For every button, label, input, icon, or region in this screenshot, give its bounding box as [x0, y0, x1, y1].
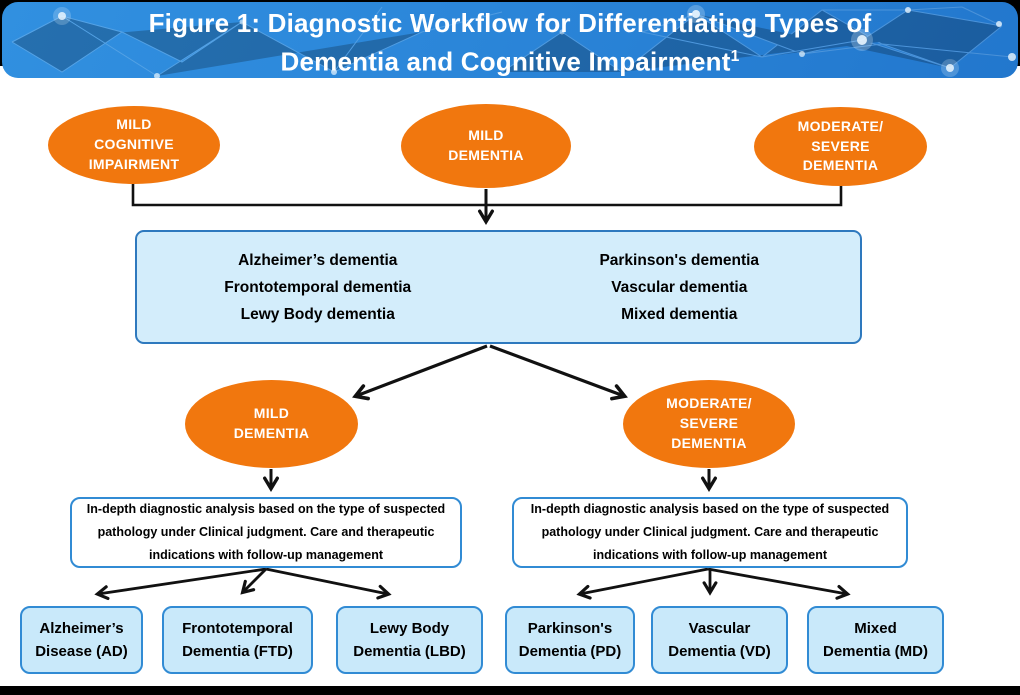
- arrow-to-pd: [576, 567, 709, 600]
- indepth-analysis-box-moderate-severe: In-depth diagnostic analysis based on th…: [512, 497, 908, 568]
- figure-header: Figure 1: Diagnostic Workflow for Differ…: [2, 2, 1018, 78]
- indepth-analysis-box-mild: In-depth diagnostic analysis based on th…: [70, 497, 462, 568]
- diagnosis-card-vd: Vascular Dementia (VD): [651, 606, 788, 674]
- diagnosis-card-pd: Parkinson's Dementia (PD): [505, 606, 635, 674]
- arrow-split-right: [489, 344, 628, 401]
- oval-moderate-severe-dementia: MODERATE/ SEVERE DEMENTIA: [623, 380, 795, 468]
- diagnosis-card-ad: Alzheimer’s Disease (AD): [20, 606, 143, 674]
- type-parkinsons: Parkinson's dementia: [599, 251, 760, 269]
- figure-title-line2: Dementia and Cognitive Impairment: [280, 46, 731, 77]
- diagnosis-card-lbd: Lewy Body Dementia (LBD): [336, 606, 483, 674]
- bottom-border-bar: [0, 686, 1020, 695]
- dementia-types-right-column: Parkinson's dementia Vascular dementia M…: [499, 247, 861, 328]
- figure-title: Figure 1: Diagnostic Workflow for Differ…: [2, 2, 1018, 78]
- type-alzheimers: Alzheimer’s dementia: [238, 251, 398, 269]
- oval-mild-cognitive-impairment: MILD COGNITIVE IMPAIRMENT: [48, 106, 220, 184]
- type-frontotemporal: Frontotemporal dementia: [224, 278, 412, 296]
- type-vascular: Vascular dementia: [611, 278, 748, 296]
- arrow-to-lbd: [265, 567, 392, 600]
- diagnosis-card-md: Mixed Dementia (MD): [807, 606, 944, 674]
- oval-mild-dementia-top: MILD DEMENTIA: [401, 104, 571, 188]
- type-lewy-body: Lewy Body dementia: [240, 305, 395, 323]
- diagnosis-card-ftd: Frontotemporal Dementia (FTD): [162, 606, 313, 674]
- arrow-split-left: [352, 344, 488, 401]
- figure-title-line1: Figure 1: Diagnostic Workflow for Differ…: [148, 8, 872, 38]
- type-mixed: Mixed dementia: [621, 305, 738, 323]
- arrow-to-ad: [94, 567, 267, 601]
- dementia-types-left-column: Alzheimer’s dementia Frontotemporal deme…: [137, 247, 499, 328]
- figure-title-footnote-marker: 1: [730, 48, 740, 65]
- network-background-decoration: [11, 5, 1016, 78]
- oval-moderate-severe-dementia-top: MODERATE/ SEVERE DEMENTIA: [754, 107, 927, 186]
- oval-mild-dementia: MILD DEMENTIA: [185, 380, 358, 468]
- dementia-types-panel: Alzheimer’s dementia Frontotemporal deme…: [135, 230, 862, 344]
- arrow-to-md: [707, 567, 851, 600]
- arrow-to-ftd: [240, 568, 267, 595]
